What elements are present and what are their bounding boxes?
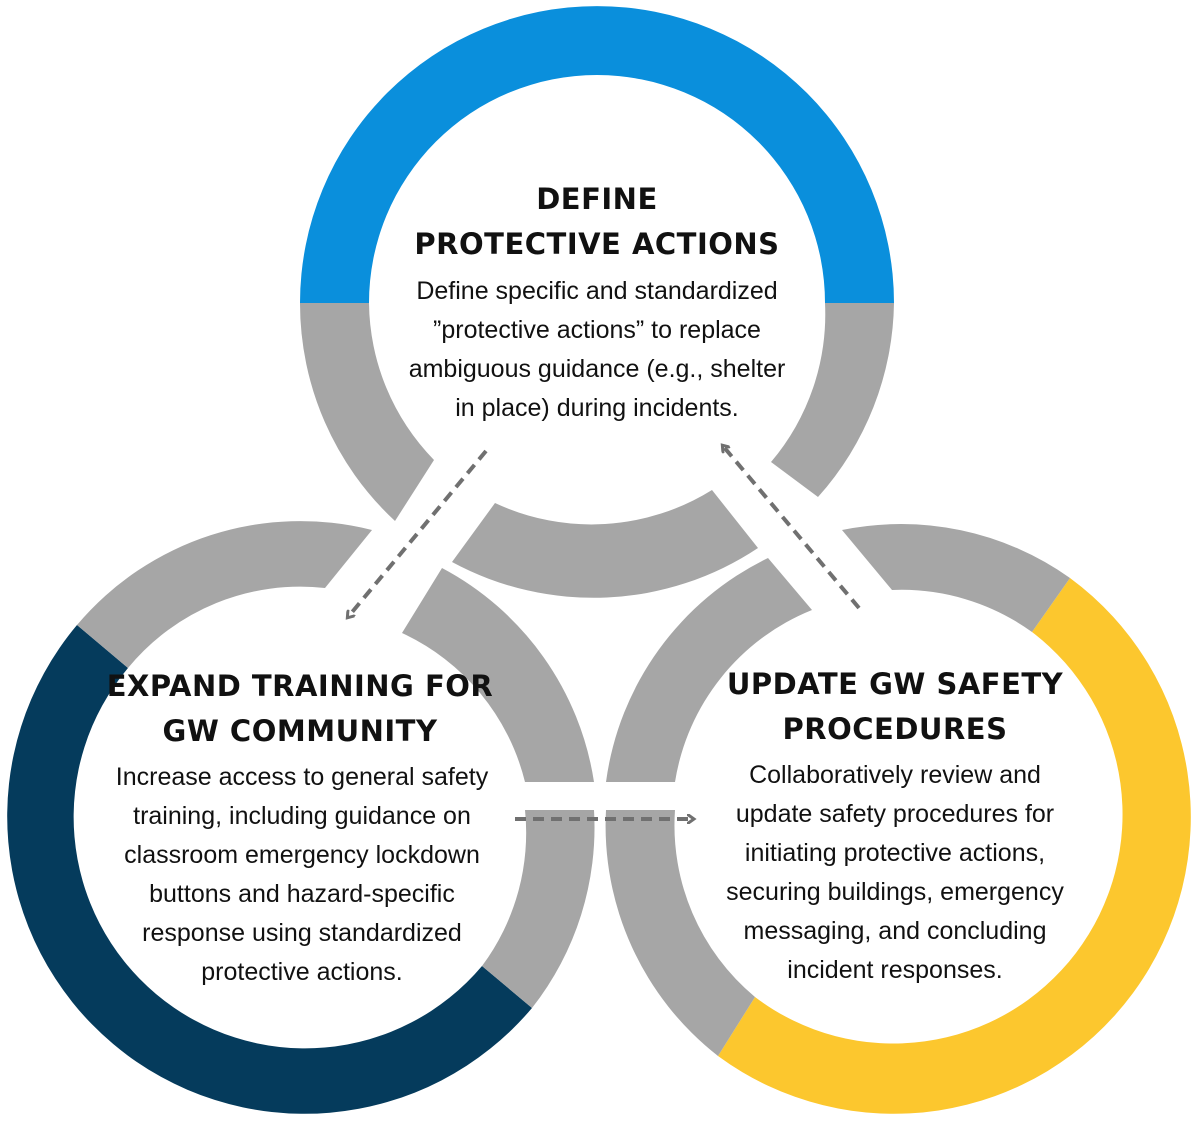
right-ring-gray-arc-left-lower: [605, 810, 755, 1056]
update-body-line: initiating protective actions,: [744, 839, 1046, 867]
update-body-line: Collaboratively review and: [749, 761, 1041, 789]
update-body-line: update safety procedures for: [735, 800, 1055, 828]
top-ring-gray-arc-bottom: [452, 490, 758, 598]
expand-body-line: classroom emergency lockdown: [124, 841, 480, 869]
expand-body-line: Increase access to general safety: [115, 763, 489, 791]
expand-description: Increase access to general safety traini…: [82, 758, 522, 992]
right-ring-gray-arc-left-upper: [606, 558, 812, 782]
expand-title: EXPAND TRAINING FOR GW COMMUNITY: [100, 664, 500, 754]
top-ring-gray-arc-left: [299, 303, 434, 521]
define-body-line: ”protective actions” to replace: [433, 316, 761, 344]
left-ring-gray-arc-top: [77, 521, 372, 668]
right-ring-gray-arc-top: [842, 524, 1070, 632]
expand-title-line2: GW COMMUNITY: [162, 714, 438, 748]
define-description: Define specific and standardized ”protec…: [372, 272, 822, 428]
update-description: Collaboratively review and update safety…: [675, 756, 1115, 990]
define-title-line2: PROTECTIVE ACTIONS: [414, 227, 780, 261]
right-ring-colored-arc: [718, 578, 1191, 1114]
update-body-line: incident responses.: [787, 956, 1003, 984]
top-ring: [299, 6, 894, 598]
define-body-line: ambiguous guidance (e.g., shelter: [408, 355, 786, 383]
update-title-line2: PROCEDURES: [782, 712, 1008, 746]
right-ring: [605, 524, 1191, 1114]
update-body-line: messaging, and concluding: [743, 917, 1047, 945]
left-ring: [7, 521, 595, 1114]
expand-body-line: training, including guidance on: [133, 802, 471, 830]
top-ring-gray-arc-right: [771, 303, 894, 497]
expand-body-line: response using standardized: [142, 919, 462, 947]
expand-title-line1: EXPAND TRAINING FOR: [106, 669, 494, 703]
define-body-line: in place) during incidents.: [455, 394, 739, 422]
update-title-line1: UPDATE GW SAFETY: [726, 667, 1064, 701]
left-ring-gray-arc-right-lower: [482, 810, 595, 1008]
left-ring-colored-arc: [7, 625, 533, 1114]
define-body-line: Define specific and standardized: [416, 277, 778, 305]
update-title: UPDATE GW SAFETY PROCEDURES: [695, 662, 1095, 752]
update-body-line: securing buildings, emergency: [726, 878, 1064, 906]
expand-body-line: protective actions.: [201, 958, 403, 986]
left-ring-gray-arc-right-upper: [402, 568, 594, 782]
define-title-line1: DEFINE: [536, 182, 658, 216]
expand-body-line: buttons and hazard-specific: [149, 880, 455, 908]
define-title: DEFINE PROTECTIVE ACTIONS: [392, 177, 802, 267]
top-ring-colored-arc: [300, 6, 894, 304]
